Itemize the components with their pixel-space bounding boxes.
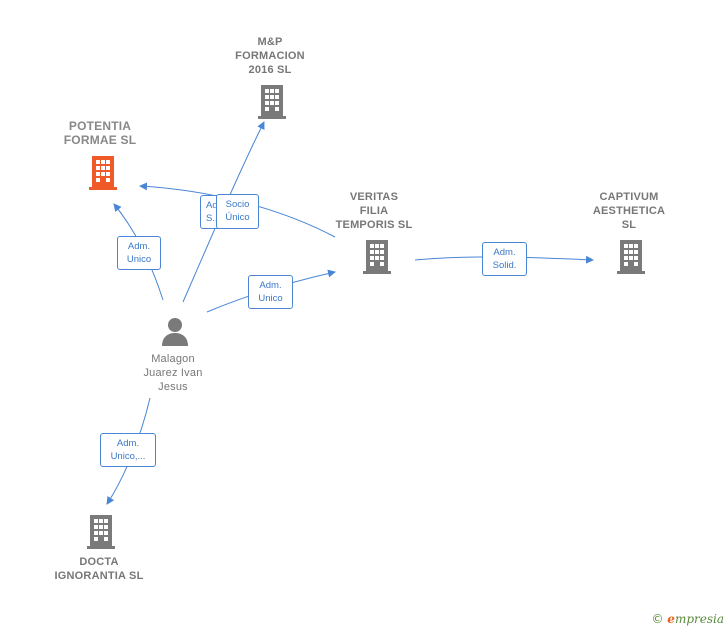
node-label-captivum-aesthetica: CAPTIVUM AESTHETICA SL: [592, 191, 666, 231]
building-icon-highlighted[interactable]: [88, 154, 118, 190]
edge-label-adm-unico-docta[interactable]: Adm. Unico,...: [100, 433, 156, 467]
copyright-symbol: ©: [651, 612, 664, 626]
edge-label-adm-unico-potentia[interactable]: Adm. Unico: [117, 236, 161, 270]
person-icon[interactable]: [160, 316, 190, 346]
empresia-watermark: © empresia: [651, 612, 724, 626]
node-label-docta-ignorantia: DOCTA IGNORANTIA SL: [54, 556, 144, 582]
node-label-mp-formacion: M&P FORMACION 2016 SL: [235, 36, 305, 76]
node-label-malagon: Malagon Juarez Ivan Jesus: [143, 353, 203, 393]
edge-label-adm-solid-captivum[interactable]: Adm. Solid.: [482, 242, 527, 276]
node-label-veritas-filia: VERITAS FILIA TEMPORIS SL: [335, 191, 413, 231]
brand-initial: e: [667, 612, 675, 626]
building-icon[interactable]: [86, 513, 116, 549]
building-icon[interactable]: [616, 238, 646, 274]
node-label-potentia-formae: POTENTIA FORMAE SL: [63, 119, 137, 147]
edge-label-socio-unico-mp[interactable]: Socio Único: [216, 194, 259, 229]
brand-name: mpresia: [674, 612, 724, 626]
building-icon[interactable]: [257, 83, 287, 119]
edge-label-adm-unico-veritas[interactable]: Adm. Unico: [248, 275, 293, 309]
building-icon[interactable]: [362, 238, 392, 274]
